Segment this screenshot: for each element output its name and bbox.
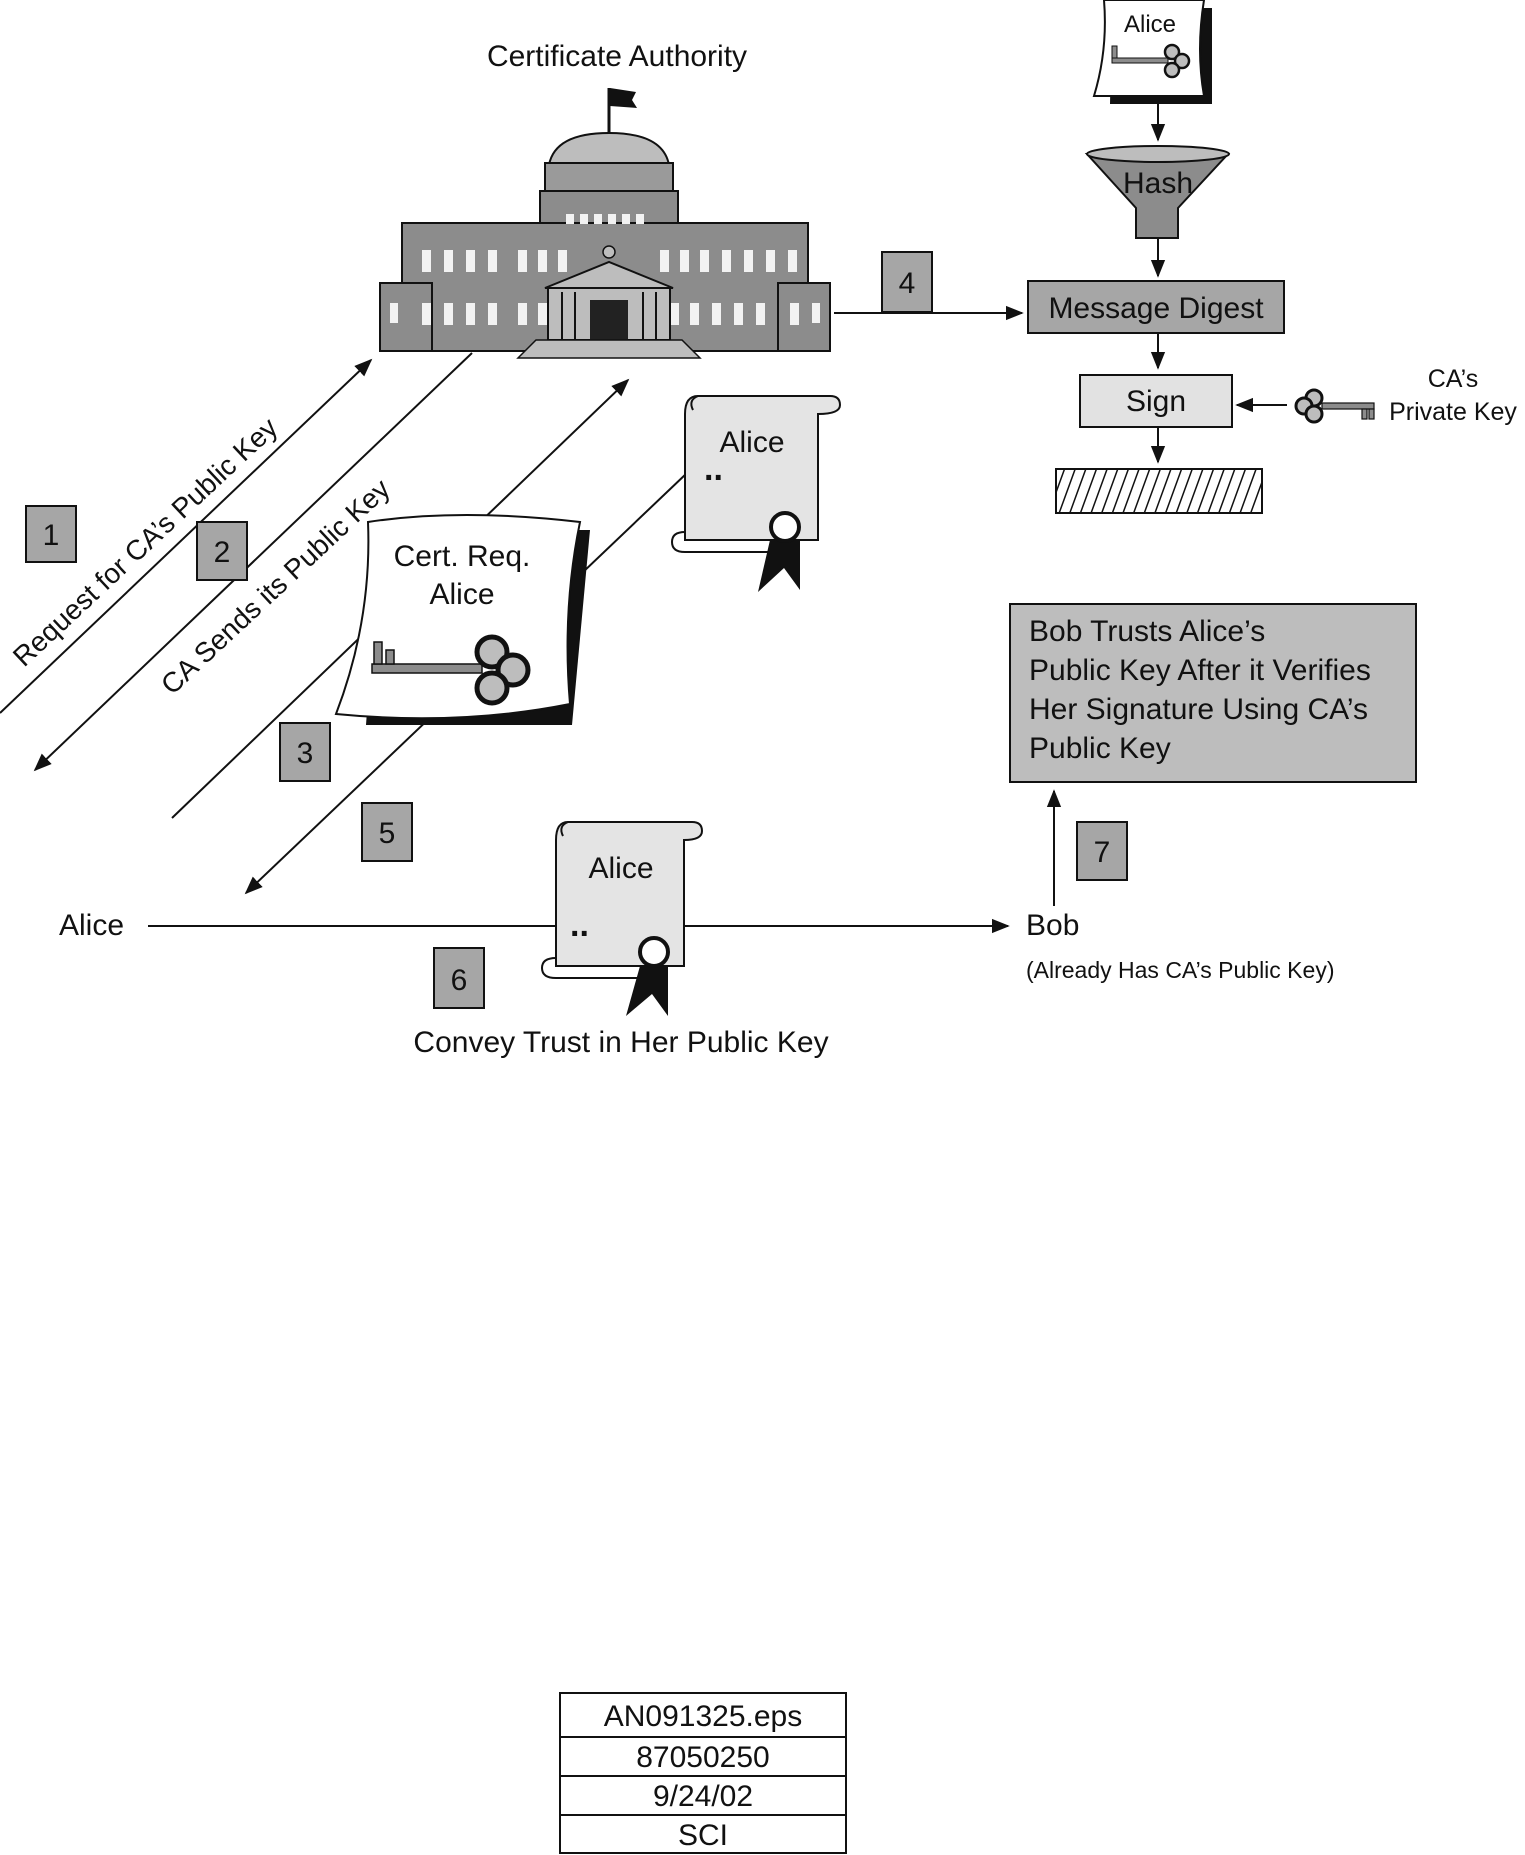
stamp-row: 9/24/02 (653, 1780, 753, 1813)
step-6: 6 (433, 947, 485, 1009)
trust-box-line1: Bob Trusts Alice’s (1029, 615, 1265, 648)
sign-label: Sign (1126, 385, 1186, 418)
cert-request-document: Cert. Req. Alice (334, 514, 590, 725)
private-key-icon (1294, 388, 1375, 424)
step-7: 7 (1076, 821, 1128, 881)
step-1-number: 1 (43, 519, 60, 552)
step-6-number: 6 (451, 964, 468, 997)
sign-box: Sign (1079, 374, 1233, 428)
certificate-upper-name: Alice (719, 426, 784, 459)
ca-private-key-label-line2: Private Key (1389, 398, 1517, 426)
step-5-number: 5 (379, 817, 396, 850)
certificate-authority-building-icon (379, 88, 831, 359)
page-title: Certificate Authority (487, 40, 747, 73)
seal-ribbon-icon (626, 936, 670, 1016)
label-convey-trust: Convey Trust in Her Public Key (413, 1026, 828, 1059)
stamp-table: AN091325.eps 87050250 9/24/02 SCI (559, 1692, 847, 1854)
step-2: 2 (196, 521, 248, 581)
step-3: 3 (279, 722, 331, 782)
step-1: 1 (25, 505, 77, 563)
cert-request-line1: Cert. Req. (394, 540, 531, 573)
certificate-lower-name: Alice (588, 852, 653, 885)
certificate-scroll-upper: Alice .. (670, 395, 842, 592)
step-4: 4 (881, 251, 933, 313)
certificate-scroll-lower: Alice .. (540, 821, 704, 1016)
stamp-row: AN091325.eps (604, 1700, 803, 1733)
message-digest-label: Message Digest (1048, 292, 1264, 325)
hash-label: Hash (1123, 167, 1193, 200)
trust-box-line2: Public Key After it Verifies (1029, 654, 1371, 687)
cert-request-line2: Alice (429, 578, 494, 611)
key-icon (1111, 43, 1191, 79)
signature-hatched-block (1055, 468, 1263, 514)
alice-label: Alice (59, 909, 124, 942)
message-digest-box: Message Digest (1027, 280, 1285, 334)
trust-box-line4: Public Key (1029, 732, 1171, 765)
bob-note: (Already Has CA’s Public Key) (1026, 957, 1334, 983)
arrow-ca-sends-line (33, 352, 473, 772)
certificate-upper-dots: .. (704, 450, 723, 488)
alice-document-name: Alice (1124, 11, 1176, 38)
alice-document: Alice (1092, 0, 1212, 104)
step-4-number: 4 (899, 267, 916, 300)
stamp-row: 87050250 (636, 1741, 769, 1774)
step-7-number: 7 (1094, 836, 1111, 869)
step-2-number: 2 (214, 536, 231, 569)
step-3-number: 3 (297, 737, 314, 770)
step-5: 5 (361, 802, 413, 862)
ca-private-key-label-line1: CA’s (1428, 365, 1478, 393)
certificate-lower-dots: .. (570, 906, 589, 944)
bob-label: Bob (1026, 909, 1079, 942)
diagonal-arrows (0, 352, 688, 895)
trust-box-line3: Her Signature Using CA’s (1029, 693, 1368, 726)
seal-ribbon-icon (758, 511, 801, 592)
stamp-row: SCI (678, 1819, 728, 1852)
public-key-icon (371, 634, 531, 706)
hash-funnel-icon: Hash (1084, 145, 1231, 239)
arrow-request-line (0, 358, 373, 714)
trust-box: Bob Trusts Alice’s Public Key After it V… (1009, 603, 1417, 783)
